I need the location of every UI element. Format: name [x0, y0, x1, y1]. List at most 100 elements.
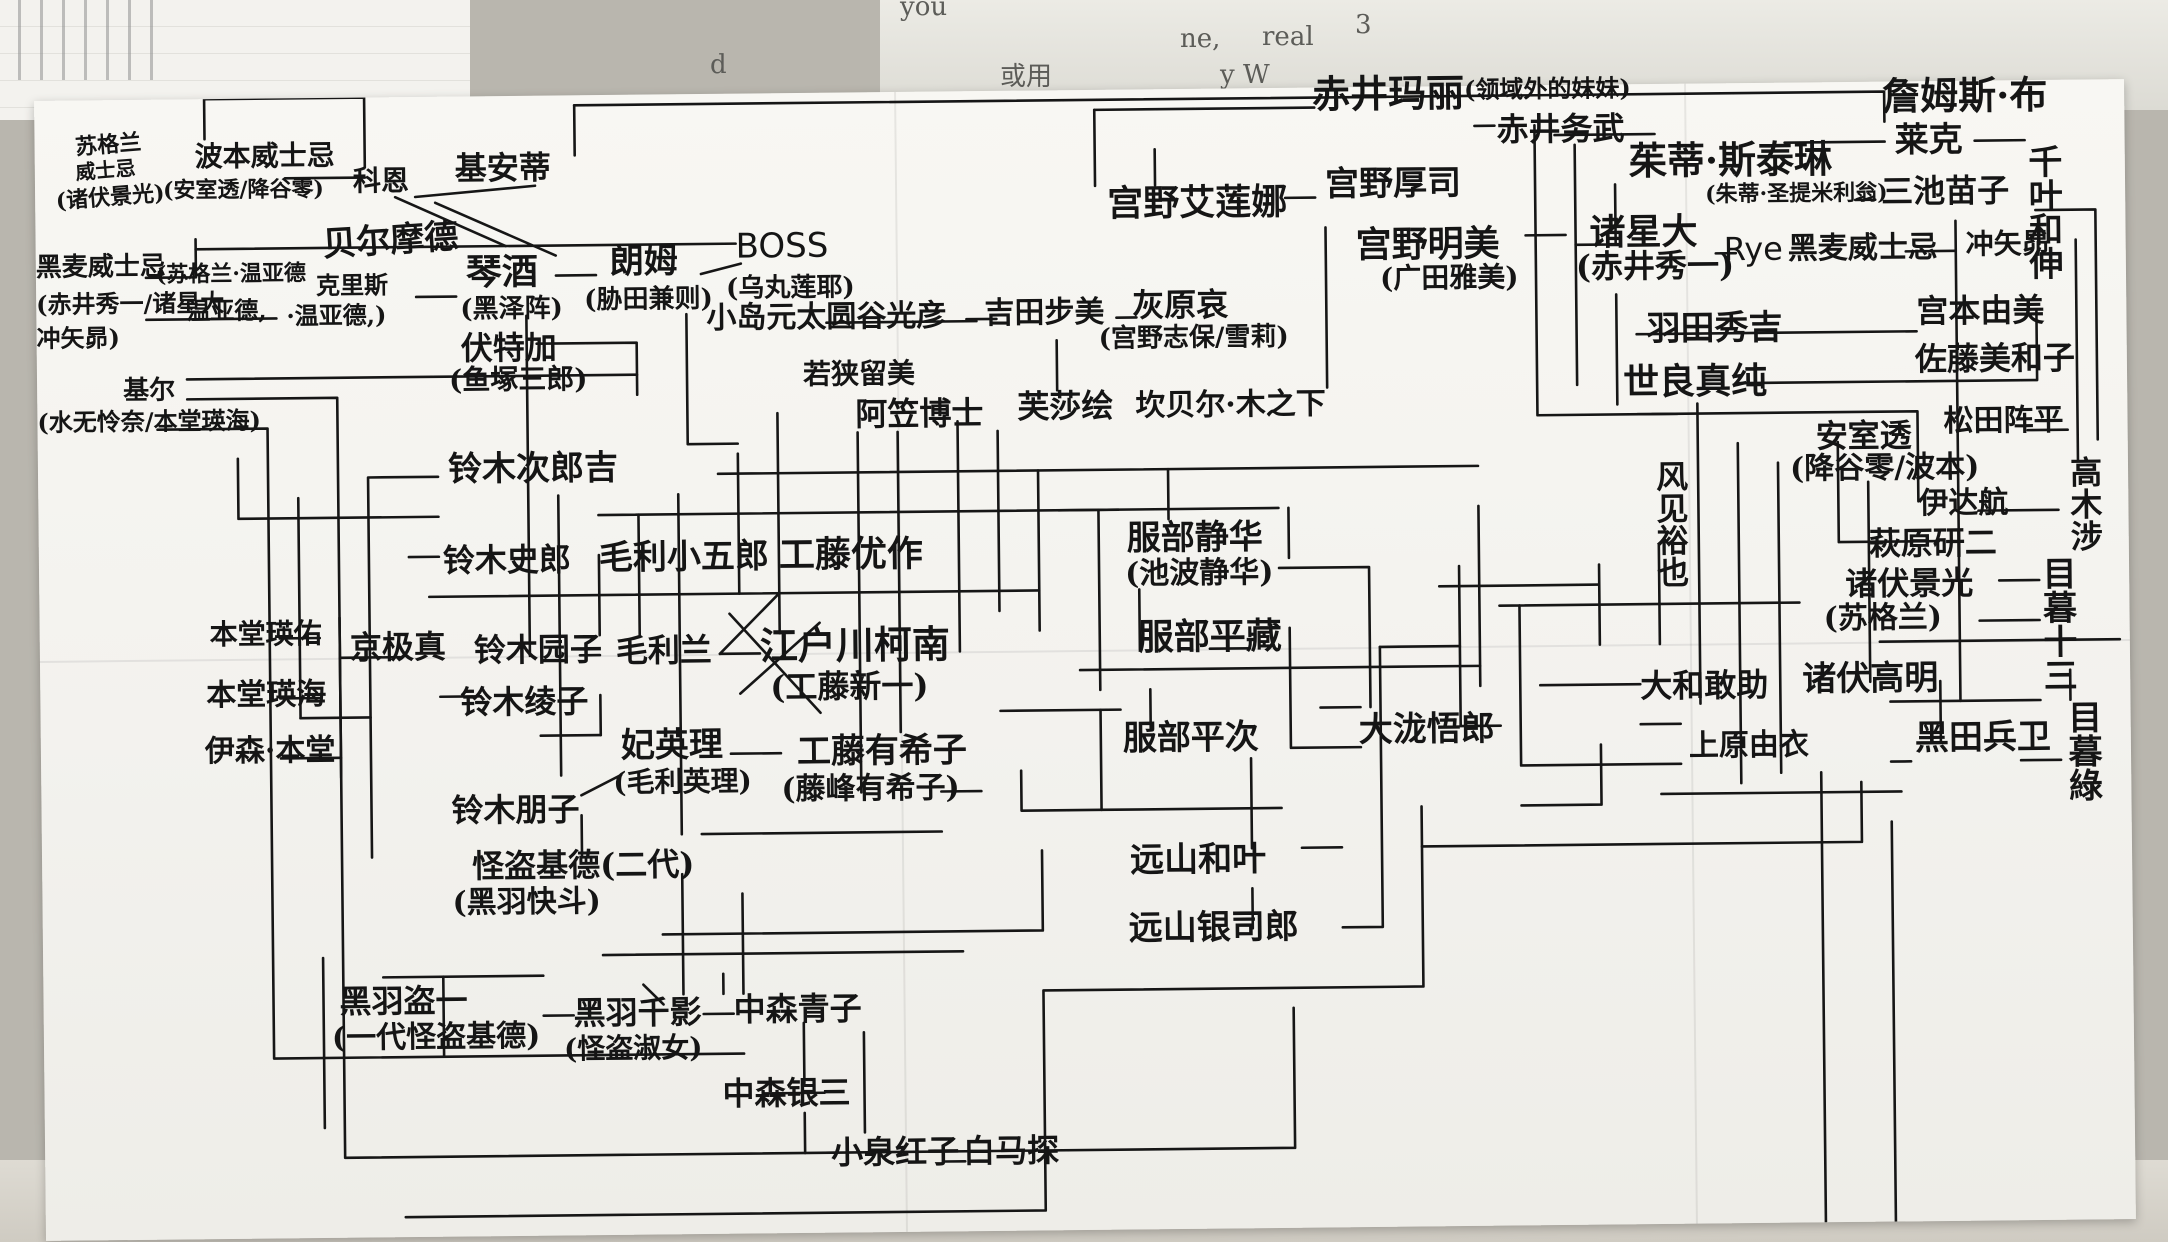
node-label: (水无怜奈/本堂瑛海) — [37, 405, 262, 437]
node-label: 基安蒂 — [454, 148, 552, 188]
node-label: 黑羽盗一 — [339, 981, 468, 1021]
connection-line — [825, 319, 978, 324]
connection-line — [1019, 769, 1103, 812]
connection-line — [1938, 679, 1943, 743]
node-label: 芙莎绘 — [1017, 386, 1114, 426]
node-label: 世良真纯 — [1622, 359, 1768, 404]
connection-line — [1660, 790, 1903, 796]
connection-line — [428, 589, 1041, 599]
node-label: 黑麦威士忌 — [35, 251, 167, 283]
connection-line — [699, 262, 743, 276]
node-label: 宫本由美 — [1916, 290, 2045, 331]
node-label: 萩原研二 — [1868, 523, 1998, 563]
node-label: 克里斯 — [315, 270, 389, 301]
node-label: 大和敢助 — [1640, 665, 1769, 706]
connection-line — [338, 655, 402, 660]
connection-line — [185, 396, 1297, 1160]
node-label: (朱蒂·圣提米利翁) — [1705, 179, 1888, 208]
node-label: 伊达航 — [1918, 485, 2009, 522]
connection-line — [763, 1091, 826, 1095]
connection-line — [1636, 409, 1920, 503]
connection-line — [718, 591, 781, 656]
relationship-chart-paper: 苏格兰 威士忌 (诸伏景光) 波本威士忌 (安室透/降谷零) 科恩 基安蒂 贝尔… — [34, 70, 2136, 1241]
connection-line — [1597, 563, 1602, 646]
node-label: 大泷悟郎 — [1358, 708, 1495, 751]
node-label: 目暮十三 — [2035, 555, 2078, 693]
connection-line — [1249, 756, 1254, 850]
connection-line — [1092, 108, 1097, 188]
connection-line — [1538, 682, 1642, 687]
connection-line — [1776, 461, 1783, 775]
node-label: 中森银三 — [722, 1073, 851, 1113]
connection-line — [525, 314, 532, 658]
node-label: 京极真 — [349, 627, 447, 667]
connection-line — [321, 956, 327, 1130]
node-label: 阿笠博士 — [855, 394, 984, 434]
connection-line — [299, 716, 372, 720]
connection-line — [1889, 698, 2042, 703]
node-label: 中森青子 — [733, 989, 862, 1029]
connection-line — [741, 892, 745, 995]
node-label: (工藤新一) — [770, 666, 929, 707]
connection-line — [1097, 508, 1102, 692]
connection-line — [156, 427, 746, 1060]
node-label: 茱蒂·斯泰琳 — [1628, 136, 1833, 184]
node-label: ·温亚德,) — [286, 300, 387, 331]
connection-line — [1574, 183, 1617, 247]
node-label: 毛利小五郎 — [598, 536, 770, 579]
node-label: 松田阵平 — [1943, 402, 2064, 439]
node-label: 江户川柯南 — [759, 621, 951, 669]
connection-line — [1573, 143, 1579, 387]
connection-line — [1533, 123, 1679, 417]
connection-line — [381, 974, 545, 979]
book-text: ne, — [1180, 24, 1221, 54]
connection-line — [556, 494, 563, 777]
connection-line — [1078, 664, 1482, 672]
connection-line — [729, 751, 783, 756]
connection-line — [1836, 440, 1941, 544]
connection-line — [2074, 238, 2080, 461]
node-label: 工藤优作 — [778, 532, 924, 577]
connection-line — [1437, 583, 1601, 588]
node-label: (领域外的妹妹) — [1463, 73, 1631, 104]
node-label: (黑泽阵) — [460, 293, 564, 325]
node-label: 白马探 — [962, 1131, 1060, 1171]
node-label: 莱克 — [1894, 119, 1963, 161]
book-text: real — [1262, 22, 1314, 52]
node-label: 目暮綠 — [2061, 699, 2103, 802]
node-label: (黑羽快斗) — [452, 884, 602, 921]
node-label: 伏特加 — [460, 328, 557, 368]
connection-line — [1518, 604, 1683, 767]
connection-line — [1553, 132, 1656, 137]
node-label: 小泉红子 — [830, 1132, 960, 1172]
connection-line — [1420, 780, 1864, 848]
node-label: (苏格兰) — [1823, 600, 1943, 637]
connection-line — [185, 373, 639, 381]
node-label: (鱼塚三郎) — [448, 362, 588, 397]
connection-line — [393, 195, 507, 248]
node-label: (怪盗淑女) — [563, 1031, 703, 1066]
node-label: 赤井玛丽 — [1311, 70, 1465, 117]
connection-line — [601, 949, 965, 957]
connection-line — [1614, 293, 1619, 406]
node-label: 贝尔摩德 — [321, 216, 460, 265]
connection-line — [572, 90, 1886, 123]
node-label: (安室透/降谷零) — [162, 175, 325, 204]
node-label: 上原由衣 — [1688, 727, 1810, 764]
node-label: 服部平藏 — [1137, 614, 1282, 659]
connection-line — [1736, 441, 1743, 785]
book-text: 或用 — [1000, 62, 1053, 92]
connection-line — [1288, 626, 1363, 750]
node-label: 科恩 — [352, 164, 410, 198]
node-label: (一代怪盗基德) — [331, 1018, 541, 1056]
connection-line — [1457, 564, 1503, 728]
connection-line — [580, 773, 623, 797]
connection-line — [716, 464, 1480, 476]
node-label: (乌丸莲耶) — [725, 272, 855, 304]
node-label: 铃木园子 — [473, 630, 603, 670]
node-label: 风见裕也 — [1650, 459, 1691, 589]
connection-line — [1378, 644, 1462, 649]
connection-line — [728, 612, 822, 715]
node-label: 铃木次郎吉 — [447, 447, 619, 490]
node-label: 基尔 — [122, 375, 176, 407]
